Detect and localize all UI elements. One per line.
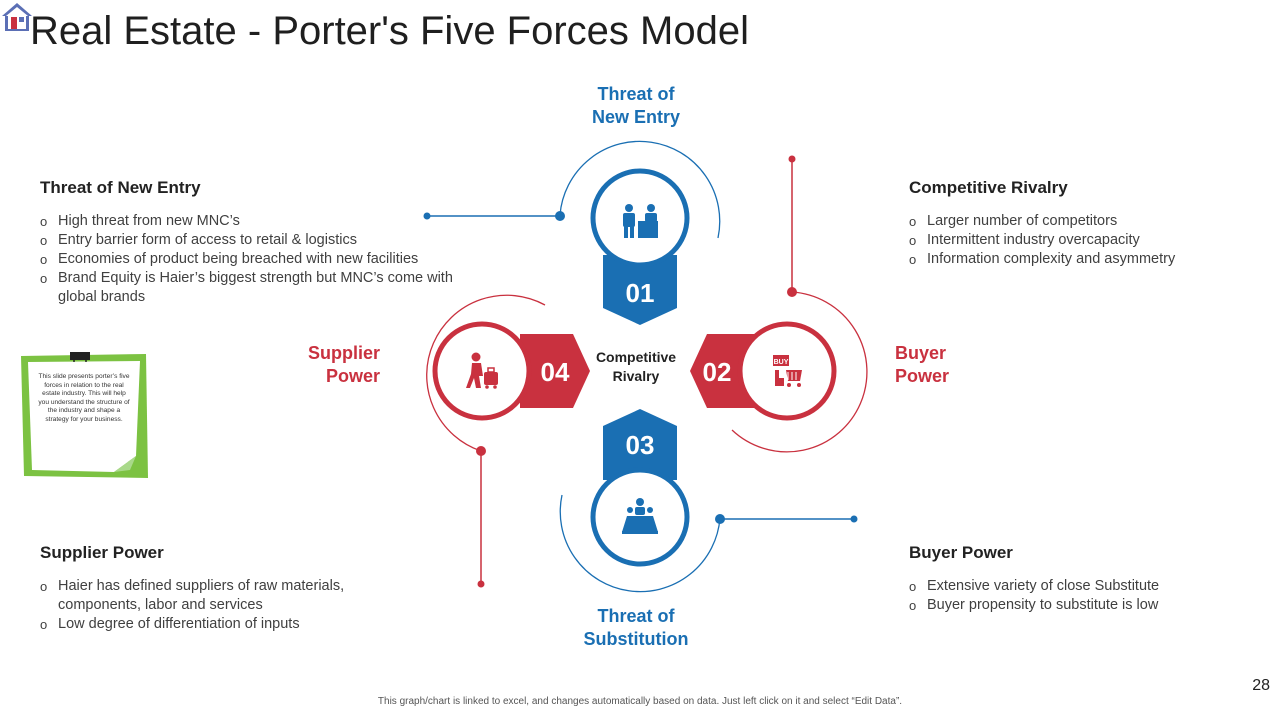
force-label-right: Buyer Power bbox=[895, 342, 985, 388]
left-number-tab bbox=[520, 334, 590, 408]
force-label-top-line2: New Entry bbox=[591, 107, 681, 127]
list-item: Low degree of differentiation of inputs bbox=[40, 615, 380, 634]
section-rivalry-list: Larger number of competitors Intermitten… bbox=[909, 212, 1249, 269]
section-rivalry-heading: Competitive Rivalry bbox=[909, 178, 1068, 197]
bottom-outer-arc bbox=[559, 494, 721, 593]
buy-cart-icon: BUY bbox=[773, 355, 802, 387]
right-number: 02 bbox=[703, 357, 732, 387]
section-supplier-list: Haier has defined suppliers of raw mater… bbox=[40, 577, 380, 634]
svg-text:BUY: BUY bbox=[774, 359, 789, 366]
list-item: Larger number of competitors bbox=[909, 212, 1249, 231]
page-number: 28 bbox=[1252, 677, 1270, 694]
top-force-circle bbox=[590, 168, 690, 268]
worker-luggage-icon bbox=[466, 352, 498, 389]
left-outer-arc bbox=[426, 294, 546, 452]
center-label-line1: Competitive bbox=[596, 349, 676, 365]
sticky-note bbox=[21, 352, 148, 478]
left-number: 04 bbox=[541, 357, 570, 387]
section-rivalry: Competitive Rivalry Larger number of com… bbox=[909, 178, 1249, 269]
section-new-entry-list: High threat from new MNC’s Entry barrier… bbox=[40, 212, 480, 307]
force-label-right-line2: Power bbox=[895, 366, 950, 386]
force-label-bottom-line1: Threat of bbox=[597, 606, 675, 626]
top-outer-arc bbox=[559, 140, 721, 239]
binder-clip-icon bbox=[70, 352, 90, 360]
list-item: Economies of product being breached with… bbox=[40, 250, 480, 269]
bottom-number-tab bbox=[603, 409, 677, 480]
sticky-note-text: This slide presents porter’s five forces… bbox=[38, 373, 130, 423]
section-new-entry-heading: Threat of New Entry bbox=[40, 178, 201, 197]
list-item: Entry barrier form of access to retail &… bbox=[40, 231, 480, 250]
list-item: High threat from new MNC’s bbox=[40, 212, 480, 231]
footer-note: This graph/chart is linked to excel, and… bbox=[377, 696, 903, 707]
page-title: Real Estate - Porter's Five Forces Model bbox=[30, 9, 749, 53]
force-label-left-line2: Power bbox=[325, 366, 380, 386]
conference-table-icon bbox=[622, 498, 658, 534]
force-label-bottom-line2: Substitution bbox=[583, 629, 689, 649]
section-buyer: Buyer Power Extensive variety of close S… bbox=[909, 543, 1249, 615]
list-item: Haier has defined suppliers of raw mater… bbox=[40, 577, 380, 615]
section-supplier: Supplier Power Haier has defined supplie… bbox=[40, 543, 380, 634]
top-number: 01 bbox=[626, 278, 655, 308]
section-supplier-heading: Supplier Power bbox=[40, 543, 164, 562]
section-new-entry: Threat of New Entry High threat from new… bbox=[40, 178, 480, 307]
bottom-number: 03 bbox=[626, 430, 655, 460]
section-buyer-heading: Buyer Power bbox=[909, 543, 1013, 562]
section-buyer-list: Extensive variety of close Substitute Bu… bbox=[909, 577, 1249, 615]
force-label-right-line1: Buyer bbox=[895, 343, 947, 363]
force-label-top: Threat of New Entry bbox=[560, 83, 712, 129]
force-label-left: Supplier Power bbox=[290, 342, 380, 388]
right-outer-arc bbox=[731, 291, 868, 453]
force-label-left-line1: Supplier bbox=[307, 343, 380, 363]
meeting-people-icon bbox=[623, 204, 658, 238]
list-item: Intermittent industry overcapacity bbox=[909, 231, 1249, 250]
force-label-bottom: Threat of Substitution bbox=[560, 605, 712, 651]
list-item: Buyer propensity to substitute is low bbox=[909, 596, 1249, 615]
list-item: Extensive variety of close Substitute bbox=[909, 577, 1249, 596]
house-logo-icon bbox=[2, 3, 32, 31]
top-number-tab bbox=[603, 255, 677, 325]
center-label-line2: Rivalry bbox=[613, 368, 660, 384]
list-item: Information complexity and asymmetry bbox=[909, 250, 1249, 269]
list-item: Brand Equity is Haier’s biggest strength… bbox=[40, 269, 480, 307]
force-label-top-line1: Threat of bbox=[597, 84, 675, 104]
